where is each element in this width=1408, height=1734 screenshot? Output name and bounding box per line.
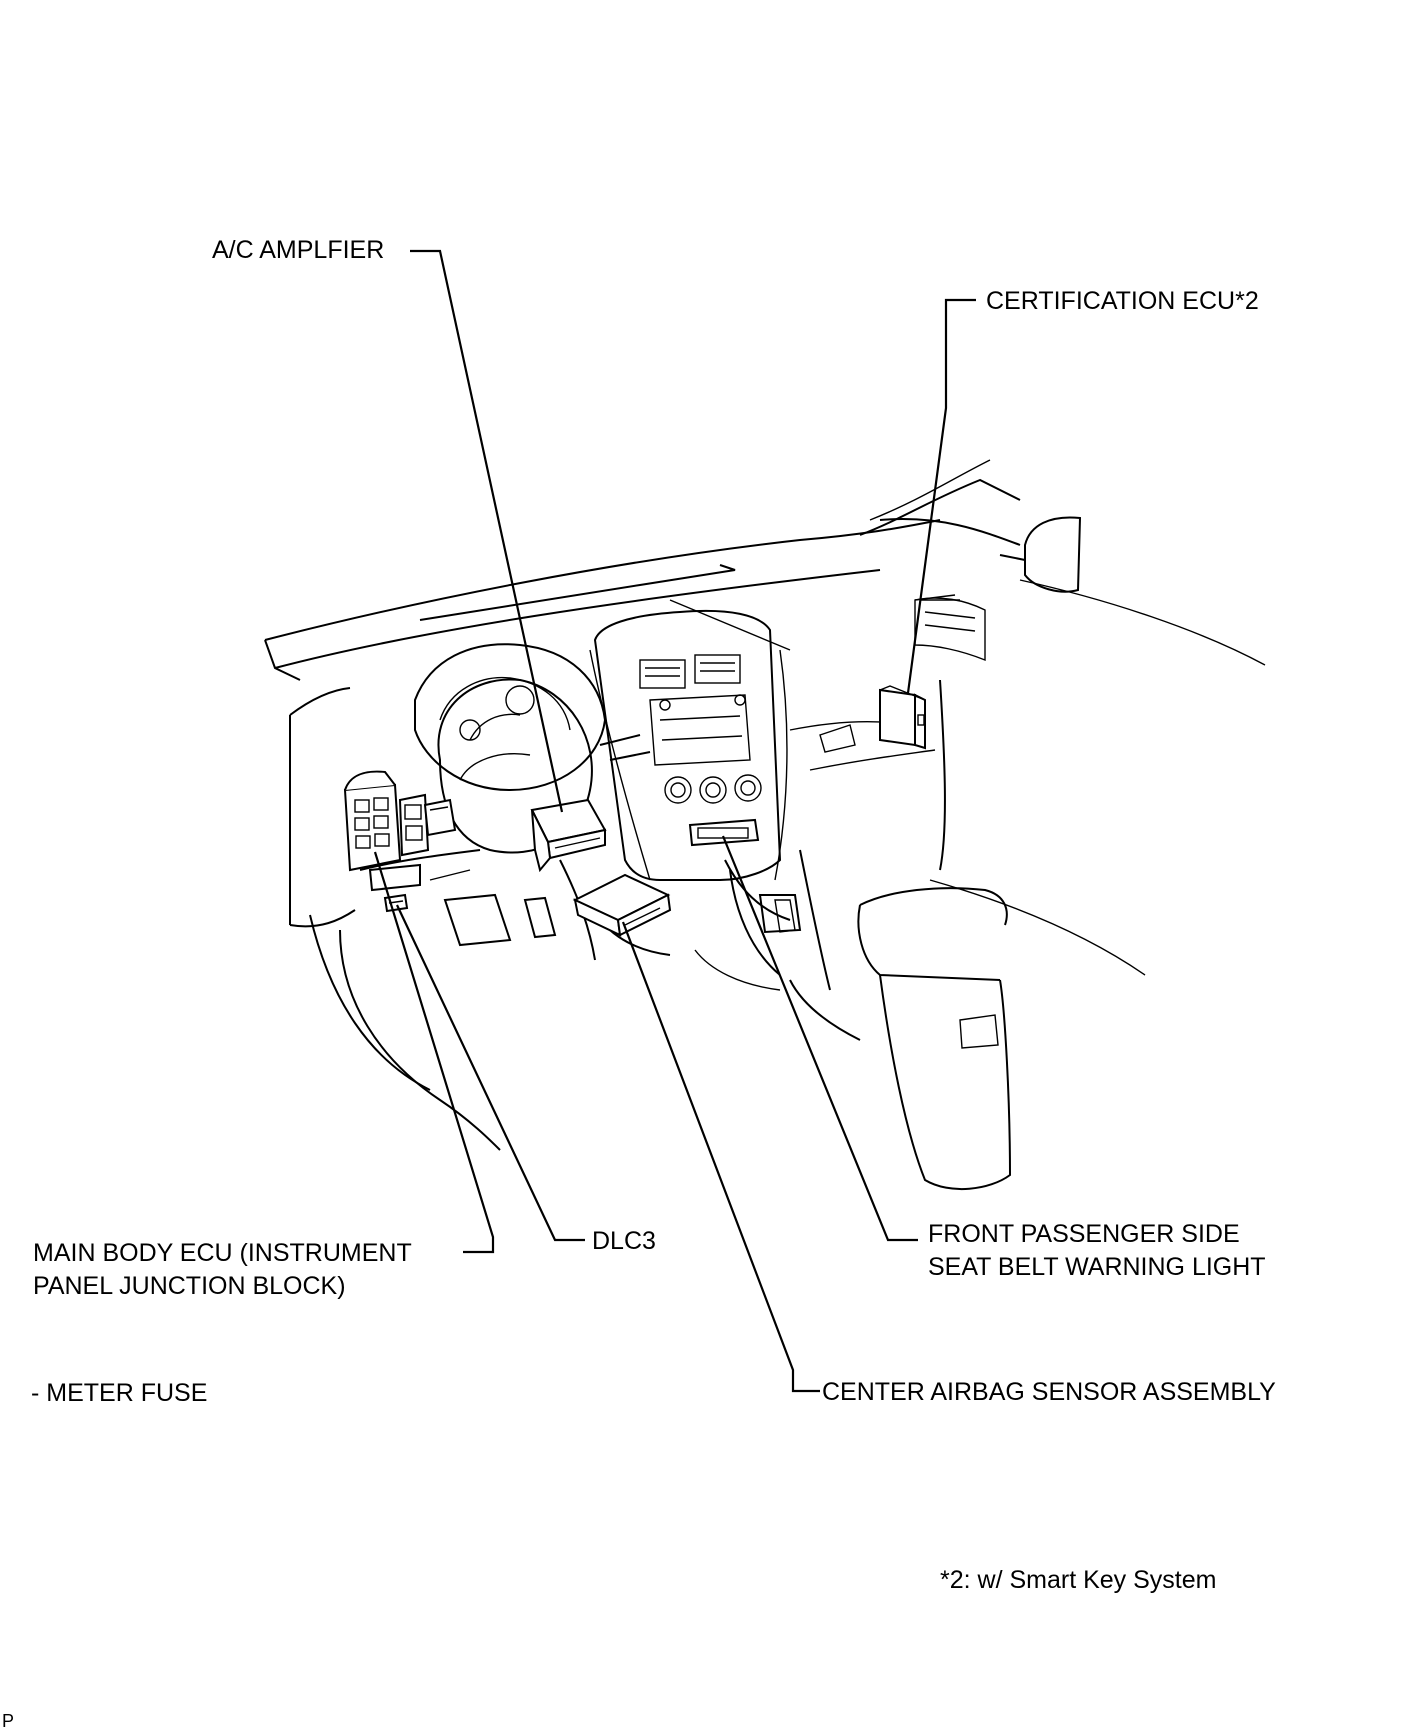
certification-ecu-unit bbox=[879, 685, 926, 750]
leader-seat-belt-warning-light bbox=[721, 835, 918, 1242]
leader-ac-amplifier bbox=[410, 249, 564, 813]
label-certification-ecu: CERTIFICATION ECU*2 bbox=[986, 287, 1259, 315]
leader-main-body-ecu bbox=[373, 851, 495, 1254]
leader-certification-ecu bbox=[906, 298, 976, 694]
corner-mark: P bbox=[2, 1711, 14, 1731]
center-airbag-sensor-unit bbox=[572, 873, 672, 937]
leader-dlc3 bbox=[396, 904, 585, 1242]
footnote-smart-key: *2: w/ Smart Key System bbox=[940, 1566, 1216, 1594]
seat-belt-warning-light-unit bbox=[688, 818, 760, 847]
leader-center-airbag-sensor bbox=[621, 921, 820, 1393]
label-front-passenger-line1: FRONT PASSENGER SIDE bbox=[928, 1220, 1240, 1248]
label-center-airbag-sensor: CENTER AIRBAG SENSOR ASSEMBLY bbox=[822, 1378, 1276, 1406]
label-dlc3: DLC3 bbox=[592, 1227, 656, 1255]
main-body-ecu-junction-block bbox=[343, 770, 457, 892]
label-front-passenger-line2: SEAT BELT WARNING LIGHT bbox=[928, 1253, 1266, 1281]
label-main-body-ecu-line2: PANEL JUNCTION BLOCK) bbox=[33, 1272, 346, 1300]
label-ac-amplifier: A/C AMPLFIER bbox=[212, 236, 384, 264]
label-main-body-ecu-line1: MAIN BODY ECU (INSTRUMENT bbox=[33, 1239, 412, 1267]
label-meter-fuse: - METER FUSE bbox=[31, 1379, 207, 1407]
leader-lines bbox=[373, 249, 976, 1393]
ac-amplifier-unit bbox=[530, 798, 607, 873]
